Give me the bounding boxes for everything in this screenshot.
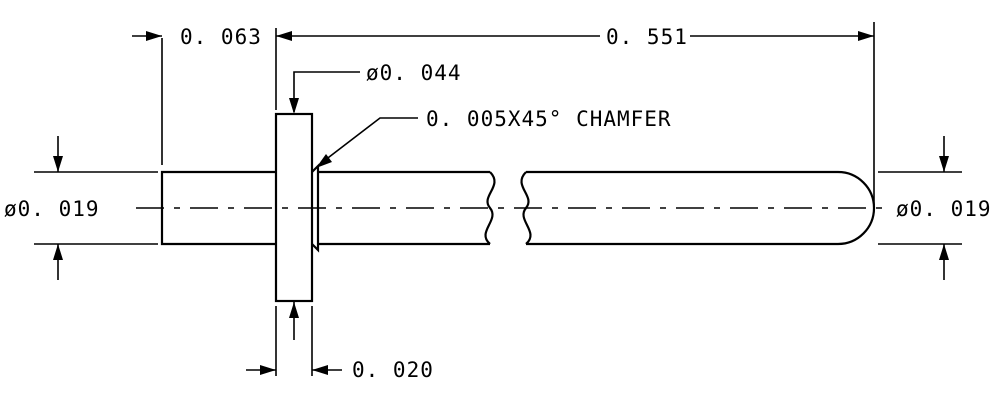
dim-chamfer-text: 0. 005X45° CHAMFER [426, 107, 672, 131]
shaft-right-segment [526, 170, 876, 246]
break-line-left [484, 171, 496, 245]
dim-chamfer: 0. 005X45° CHAMFER [316, 107, 672, 168]
dim-shoulder-length: 0. 063 [132, 25, 262, 49]
dim-overall-length-text: 0. 551 [606, 25, 688, 49]
dim-head-thickness-text: 0. 020 [352, 358, 434, 382]
dim-head-diameter: ø0. 044 [289, 61, 462, 114]
dim-pin-diameter-left-text: ø0. 019 [4, 197, 100, 221]
dim-pin-diameter-left: ø0. 019 [4, 136, 100, 280]
dim-shoulder-length-text: 0. 063 [180, 25, 262, 49]
dim-pin-diameter-right-text: ø0. 019 [896, 197, 992, 221]
dim-head-diameter-text: ø0. 044 [366, 61, 462, 85]
dim-head-thickness: 0. 020 [246, 301, 434, 382]
dim-overall-length: 0. 551 [276, 25, 874, 49]
dim-pin-diameter-right: ø0. 019 [896, 136, 992, 280]
shaft-left-segment [318, 170, 490, 246]
extension-lines [34, 22, 962, 376]
